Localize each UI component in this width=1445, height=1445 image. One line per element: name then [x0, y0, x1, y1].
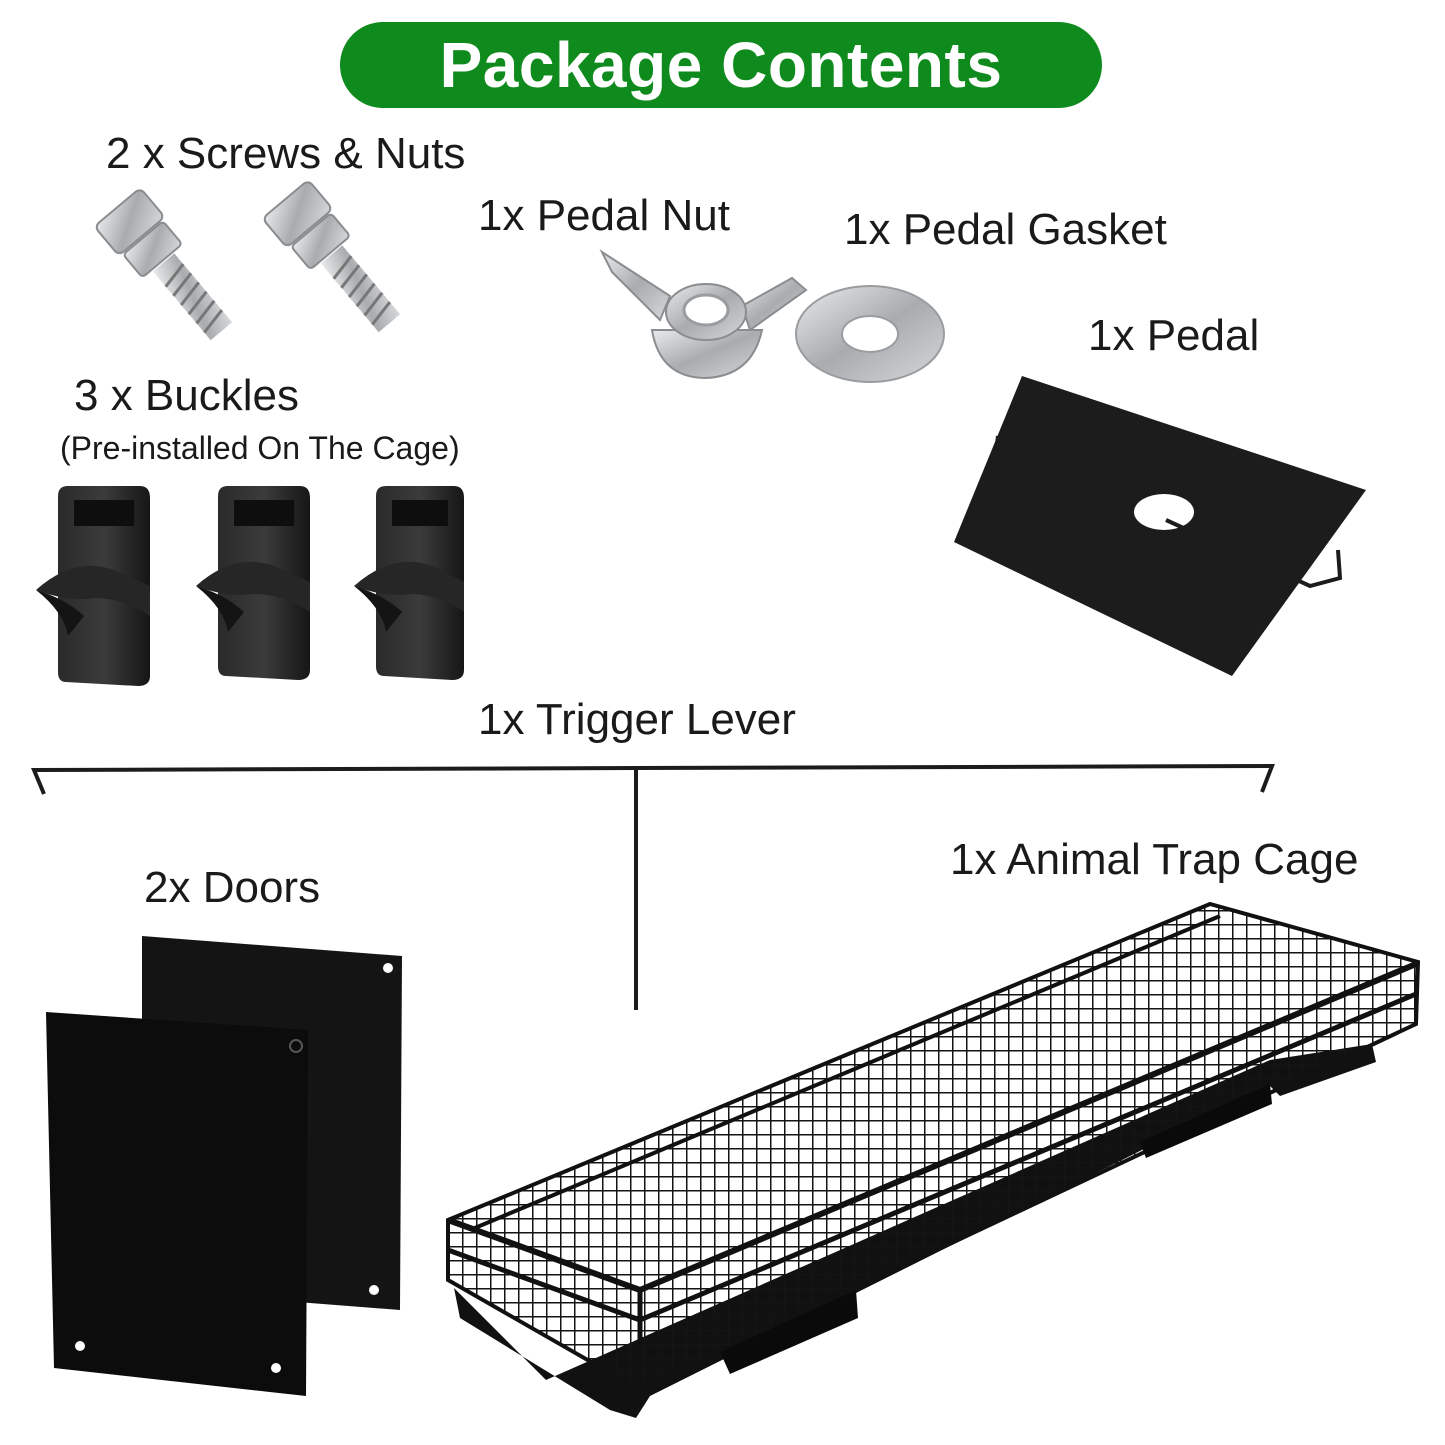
wing-nut-icon [599, 249, 808, 380]
pedal-gasket-label: 1x Pedal Gasket [844, 205, 1167, 254]
trigger-lever-label: 1x Trigger Lever [478, 695, 796, 744]
cage-icon [446, 901, 1421, 1418]
pedal-label: 1x Pedal [1088, 311, 1260, 360]
buckle-icon [36, 486, 150, 686]
pedal-icon [954, 376, 1366, 676]
pedal-nut-label: 1x Pedal Nut [478, 191, 730, 240]
doors-label: 2x Doors [144, 863, 321, 912]
buckle-icon [354, 486, 464, 680]
page-title: Package Contents [439, 29, 1003, 101]
buckle-icon [196, 486, 310, 680]
screw-icon [263, 181, 401, 333]
screws-label: 2 x Screws & Nuts [106, 129, 466, 178]
screw-icon [95, 189, 233, 341]
trigger-lever-icon [31, 763, 1275, 1010]
door-icon [46, 1012, 308, 1396]
buckles-label: 3 x Buckles [74, 371, 299, 420]
buckles-note: (Pre-installed On The Cage) [60, 430, 460, 466]
gasket-icon [795, 285, 945, 383]
title-banner: Package Contents [340, 22, 1102, 108]
cage-label: 1x Animal Trap Cage [950, 835, 1359, 884]
